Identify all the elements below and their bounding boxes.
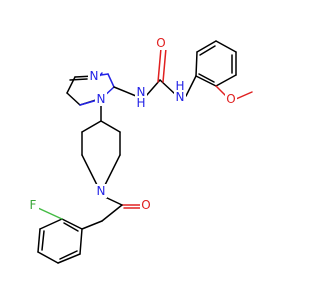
atom-label-n: N — [90, 69, 99, 83]
atom-label-o: O — [141, 198, 150, 212]
bond-line — [59, 250, 78, 260]
bond-line — [81, 120, 102, 133]
atom-n-pyrazole-top: N — [88, 69, 100, 83]
bond-line — [39, 218, 63, 230]
bond-line — [198, 73, 215, 83]
bond-lines — [37, 40, 253, 264]
bond-line — [69, 78, 88, 81]
atom-label-h: H — [136, 96, 145, 110]
bond-line — [37, 228, 41, 253]
atom-n-pyrazole-bottom: N — [95, 92, 107, 106]
bond-line — [215, 85, 227, 97]
bond-line — [81, 154, 98, 186]
bond-line — [162, 47, 167, 83]
bond-line — [195, 51, 198, 77]
atom-label-f: F — [30, 198, 37, 212]
bond-line — [41, 230, 45, 251]
bond-line — [37, 207, 63, 220]
bond-line — [61, 218, 83, 230]
bond-line — [196, 40, 217, 53]
atom-label-n: N — [97, 92, 106, 106]
atom-label-n: N — [176, 90, 185, 104]
bond-line — [104, 154, 121, 186]
atom-n-piperidine: N — [95, 184, 107, 198]
bond-line — [57, 253, 81, 264]
atom-f: F — [27, 198, 39, 212]
atom-nh-left: N H — [135, 85, 147, 110]
bond-line — [104, 196, 123, 206]
bond-line — [81, 220, 103, 230]
molecule-structure-diagram: N N N H N H O O N O — [27, 36, 253, 264]
bond-line — [235, 91, 253, 100]
bond-line — [63, 222, 79, 232]
atom-label-n: N — [137, 85, 146, 99]
bond-line — [157, 47, 162, 83]
bond-line — [185, 75, 197, 97]
atom-o-ketone: O — [140, 198, 152, 212]
bond-line — [215, 40, 237, 53]
bond-line — [37, 251, 59, 264]
bond-line — [79, 228, 83, 255]
atom-label-o: O — [226, 92, 235, 106]
bond-line — [66, 92, 81, 106]
bond-line — [195, 75, 217, 87]
bond-line — [100, 120, 121, 133]
atom-o-urea: O — [155, 36, 167, 50]
atom-label-n: N — [97, 184, 106, 198]
bond-line — [159, 79, 176, 95]
bond-line — [199, 45, 216, 56]
atom-o-methoxy: O — [225, 92, 237, 106]
bond-line — [215, 74, 237, 87]
atom-label-h: H — [175, 79, 184, 93]
bond-line — [101, 204, 123, 222]
bond-line — [107, 73, 115, 88]
atom-nh-right: N H — [174, 79, 186, 104]
bond-line — [113, 86, 137, 97]
atom-label-o: O — [156, 36, 165, 50]
atom-labels: N N N H N H O O N O — [27, 36, 237, 212]
